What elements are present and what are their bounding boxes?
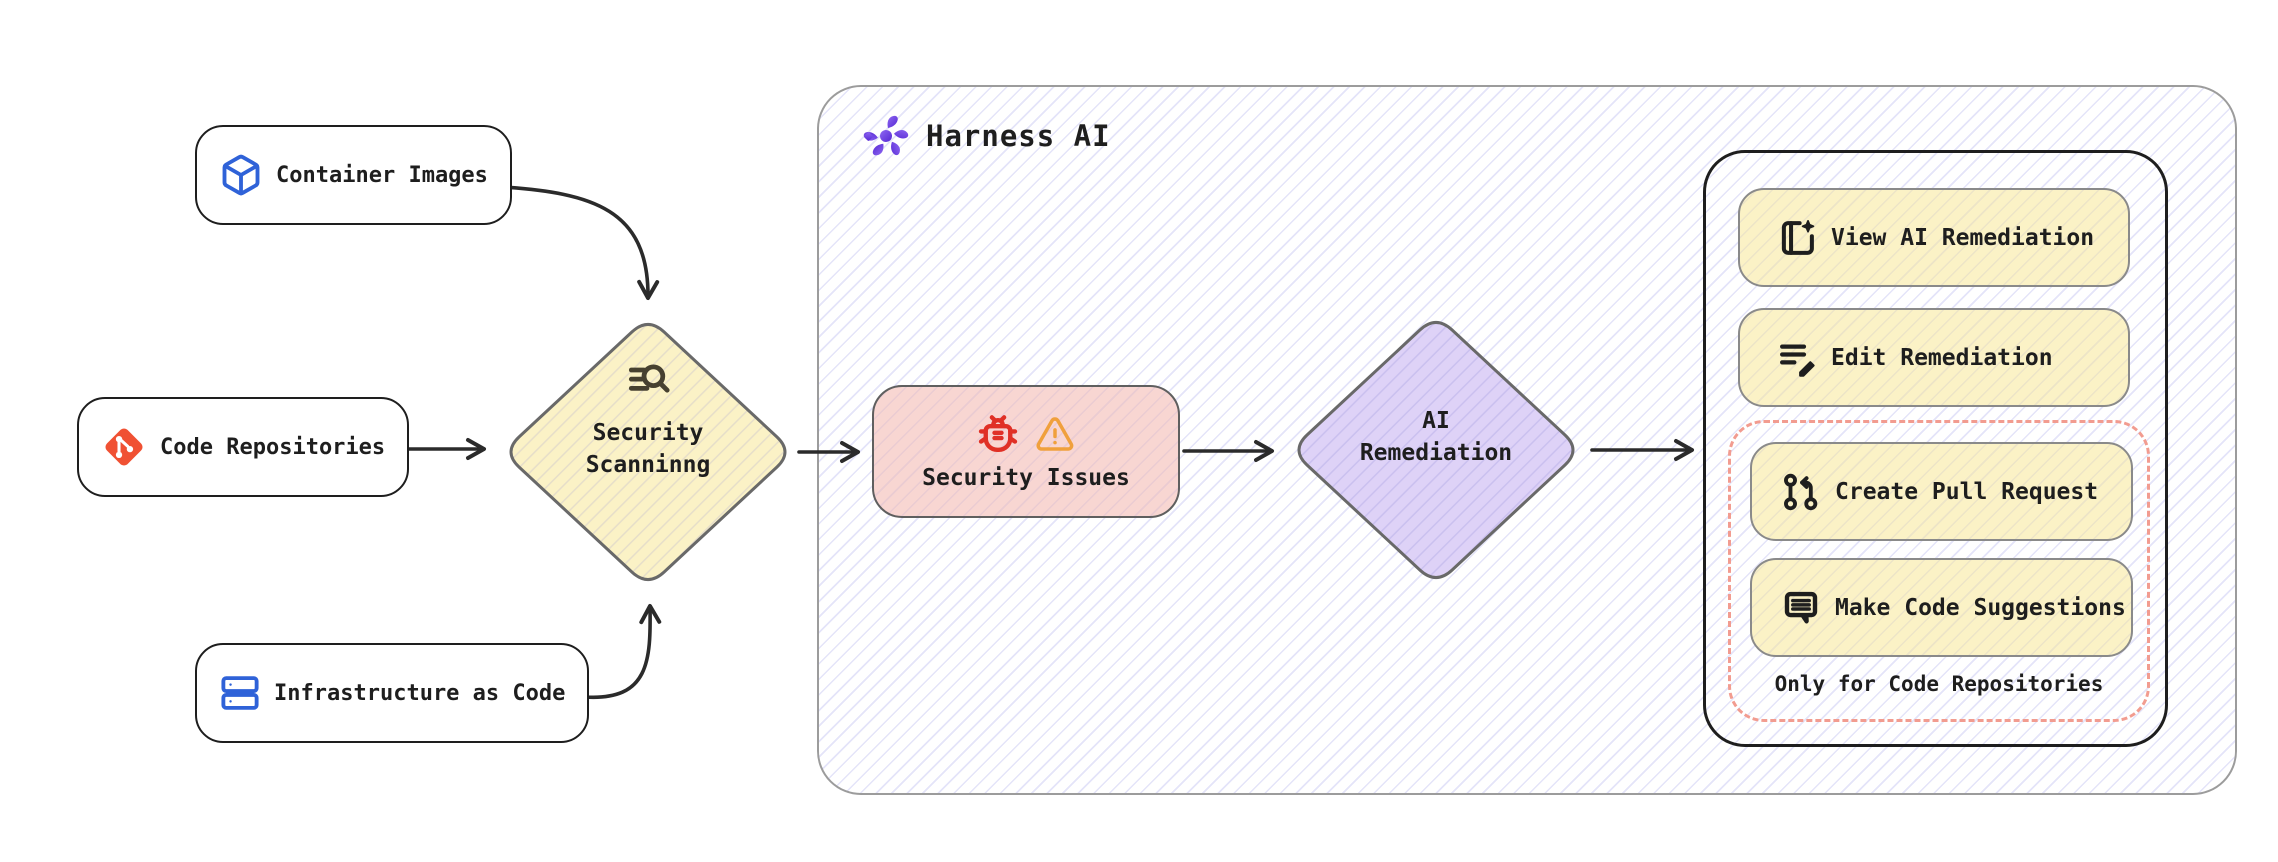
make-code-suggestions-button: Make Code Suggestions	[1750, 558, 2133, 657]
node-label: Security Issues	[922, 464, 1130, 491]
code-repo-only-group	[1728, 420, 2150, 722]
button-label: Make Code Suggestions	[1835, 594, 2126, 621]
book-sparkle-icon	[1776, 217, 1818, 259]
security-scanning-content: Security Scanninng	[538, 355, 758, 481]
git-icon	[101, 424, 147, 470]
harness-logo-icon	[862, 112, 910, 160]
node-security-issues: Security Issues	[872, 385, 1180, 518]
node-label: Container Images	[276, 162, 488, 188]
pull-request-icon	[1780, 471, 1822, 513]
node-label: Code Repositories	[160, 434, 386, 460]
scan-search-icon	[623, 355, 673, 405]
ai-remediation-content: AI Remediation	[1316, 405, 1556, 469]
harness-ai-title: Harness AI	[926, 119, 1111, 153]
node-code-repositories: Code Repositories	[77, 397, 410, 497]
cube-icon	[219, 153, 263, 197]
remediation-actions-frame	[1703, 150, 2168, 747]
server-stack-icon	[219, 672, 261, 714]
node-label: Infrastructure as Code	[274, 680, 566, 706]
warning-triangle-icon	[1035, 414, 1075, 454]
harness-ai-header: Harness AI	[862, 112, 1111, 160]
code-repo-only-note: Only for Code Repositories	[1774, 672, 2104, 696]
edit-remediation-button: Edit Remediation	[1738, 308, 2130, 407]
diamond-label-line2: Scanninng	[585, 452, 711, 478]
ai-remediation-diamond	[1297, 320, 1575, 580]
security-scanning-diamond	[509, 322, 787, 582]
create-pull-request-button: Create Pull Request	[1750, 442, 2133, 541]
button-label: View AI Remediation	[1831, 224, 2095, 251]
list-pencil-icon	[1776, 337, 1818, 379]
arrow-container-images-to-scanning	[501, 185, 660, 300]
button-label: Edit Remediation	[1831, 344, 2053, 371]
security-issues-icons	[977, 413, 1075, 455]
node-infrastructure-as-code: Infrastructure as Code	[195, 643, 590, 743]
diamond-label-line2: Remediation	[1359, 440, 1513, 466]
chat-lines-icon	[1780, 587, 1822, 629]
arrow-iac-to-scanning	[583, 604, 662, 699]
diamond-label-line1: AI	[1422, 408, 1450, 434]
button-label: Create Pull Request	[1835, 478, 2099, 505]
view-ai-remediation-button: View AI Remediation	[1738, 188, 2130, 287]
node-container-images: Container Images	[195, 125, 512, 225]
bug-icon	[977, 413, 1019, 455]
diamond-label-line1: Security	[592, 420, 704, 446]
